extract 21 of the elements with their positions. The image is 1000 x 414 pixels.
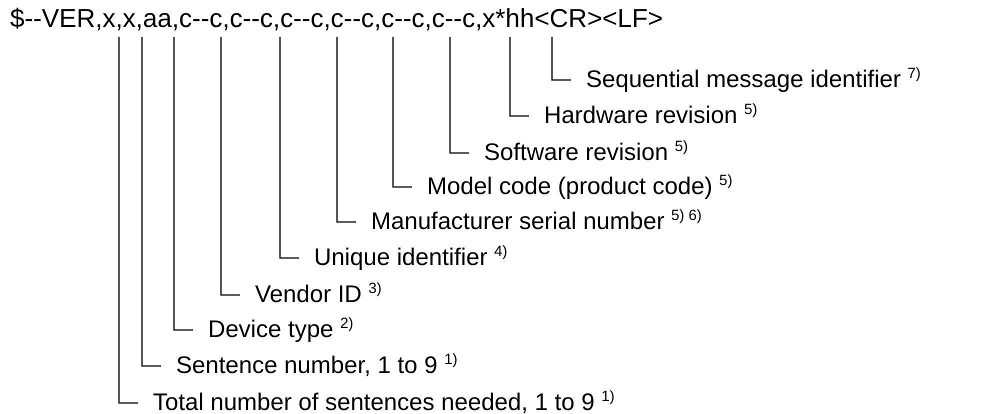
field-label: Unique identifier $^{4)}$ xyxy=(314,244,508,272)
leader-line xyxy=(279,36,299,259)
field-label: Sequential message identifier $^{7)}$ xyxy=(586,66,921,94)
field-label: Hardware revision $^{5)}$ xyxy=(544,102,758,130)
leader-line xyxy=(449,36,469,154)
leader-line xyxy=(336,36,356,223)
leader-line xyxy=(509,36,529,117)
leader-line xyxy=(118,36,138,404)
leader-line xyxy=(392,36,412,188)
leader-line xyxy=(141,36,161,367)
leader-line xyxy=(551,36,571,81)
field-label: Total number of sentences needed, 1 to 9 $^{1)}$ xyxy=(153,389,615,414)
field-label: Model code (product code) $^{5)}$ xyxy=(427,173,732,201)
field-label: Manufacturer serial number $^{5) 6)}$ xyxy=(371,208,702,236)
sentence-format: $--VER,x,x,aa,c--c,c--c,c--c,c--c,c--c,c--c,x*hh<CR><LF> xyxy=(10,4,663,34)
field-label: Sentence number, 1 to 9 $^{1)}$ xyxy=(176,352,458,380)
field-label: Software revision $^{5)}$ xyxy=(484,139,688,167)
leader-line xyxy=(220,36,240,296)
field-label: Vendor ID $^{3)}$ xyxy=(255,281,382,309)
field-label: Device type $^{2)}$ xyxy=(208,316,354,344)
leader-line xyxy=(173,36,193,331)
